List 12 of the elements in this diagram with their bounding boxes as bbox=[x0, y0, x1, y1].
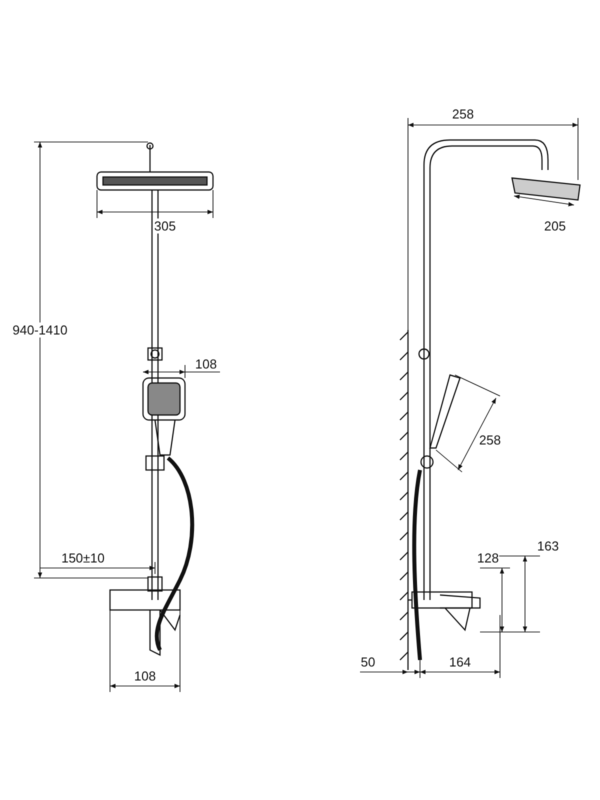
dimension-label: 164 bbox=[449, 654, 471, 670]
dimension-label: 128 bbox=[477, 550, 499, 566]
dimension-label: 108 bbox=[134, 668, 156, 684]
dimension-label: 163 bbox=[537, 538, 559, 554]
dimension-label: 258 bbox=[479, 432, 501, 448]
dimension-label: 940-1410 bbox=[12, 322, 68, 338]
dimension-label: 150±10 bbox=[61, 550, 105, 566]
dimension-label: 108 bbox=[195, 356, 217, 372]
dimension-label: 205 bbox=[544, 218, 566, 234]
dimension-label: 305 bbox=[154, 218, 176, 234]
dimension-label: 50 bbox=[360, 654, 376, 670]
dimension-label: 258 bbox=[452, 106, 474, 122]
